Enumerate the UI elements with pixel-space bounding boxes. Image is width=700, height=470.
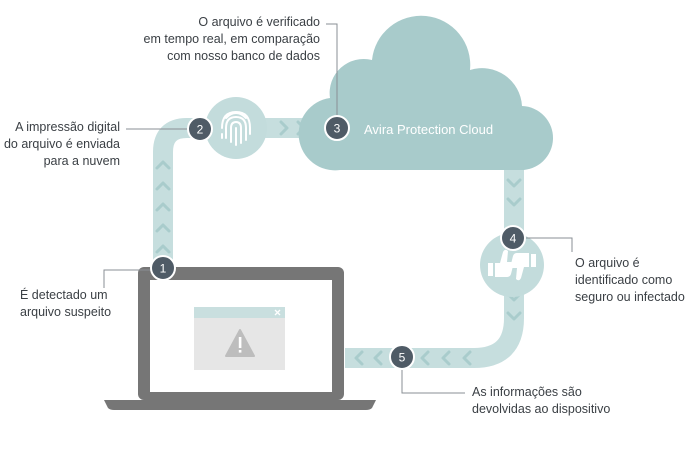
step-badge-1-number: 1 (160, 262, 167, 276)
warning-icon (225, 329, 255, 357)
thumbs-up-icon (488, 249, 514, 277)
cloud-icon (298, 15, 554, 171)
cloud-label: Avira Protection Cloud (364, 122, 493, 137)
laptop-base (104, 400, 376, 410)
alert-window-titlebar (194, 307, 285, 318)
step-badge-2-number: 2 (197, 123, 204, 137)
thumbs-down-icon (510, 253, 536, 281)
step-badge-4-number: 4 (510, 232, 517, 246)
step-3-line: O arquivo é verificado (198, 15, 320, 29)
leader-lines (103, 23, 573, 394)
step-badge-1: 1 (150, 255, 176, 281)
step-4-description: O arquivo é identificado como seguro ou … (575, 255, 685, 306)
step-badge-2: 2 (187, 116, 213, 142)
step-3-line: em tempo real, em comparação (143, 32, 320, 46)
step-3-line: com nosso banco de dados (167, 49, 320, 63)
step-5-line: devolvidas ao dispositivo (472, 402, 611, 416)
step-4-line: seguro ou infectado (575, 290, 685, 304)
step-5-description: As informações são devolvidas ao disposi… (472, 384, 610, 418)
step-1-description: É detectado um arquivo suspeito (20, 287, 111, 321)
fingerprint-icon (221, 110, 251, 146)
step-2-line: A impressão digital (15, 120, 120, 134)
step-badge-4: 4 (500, 225, 526, 251)
step-3-description: O arquivo é verificado em tempo real, em… (144, 14, 320, 65)
step-2-description: A impressão digital do arquivo é enviada… (4, 119, 120, 170)
close-icon (274, 309, 281, 316)
step-badge-3-number: 3 (334, 122, 341, 136)
step-badge-5: 5 (389, 344, 415, 370)
step-4-line: identificado como (575, 273, 673, 287)
step-5-line: As informações são (472, 385, 582, 399)
step-1-line: arquivo suspeito (20, 305, 112, 319)
step-1-line: É detectado um (20, 288, 108, 302)
step-2-line: para a nuvem (43, 154, 120, 168)
step-2-line: do arquivo é enviada (3, 137, 120, 151)
step-4-line: O arquivo é (575, 256, 640, 270)
step-badge-5-number: 5 (399, 351, 406, 365)
step-badge-3: 3 (324, 115, 350, 141)
laptop-icon (104, 267, 376, 410)
